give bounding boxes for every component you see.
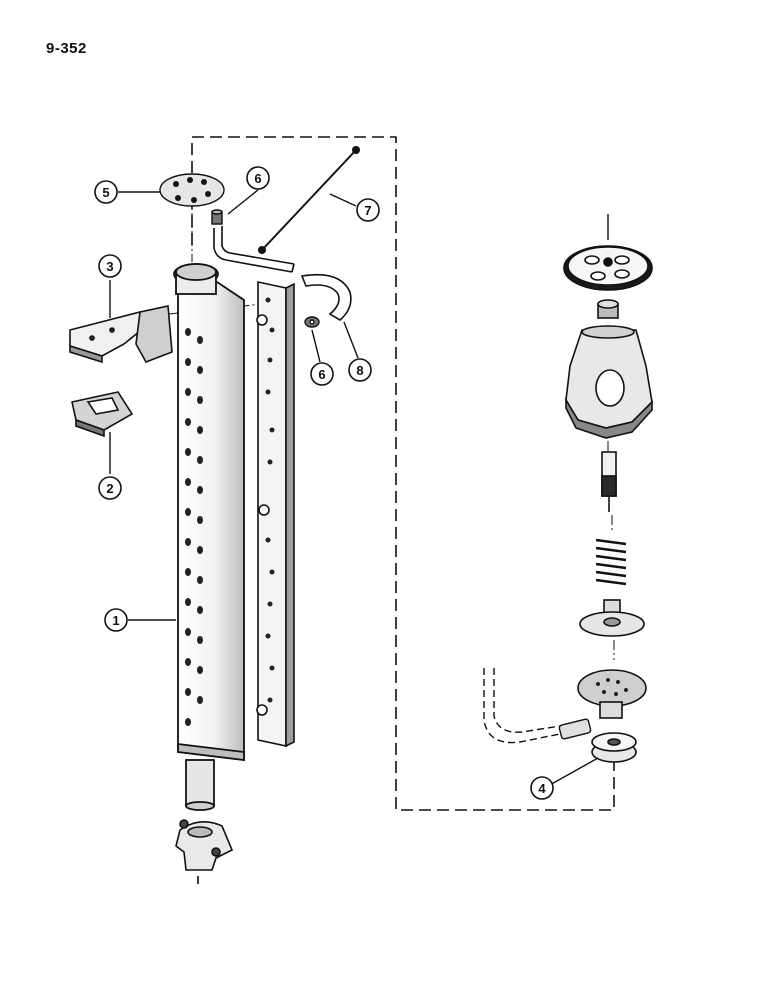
svg-text:6: 6: [318, 367, 325, 382]
callout-leaders: [109, 189, 599, 787]
part-2-screen: [71, 391, 134, 438]
callout-7: 7: [356, 198, 380, 222]
strainer-dashed-hose: [483, 668, 561, 744]
callout-5: 5: [94, 180, 118, 204]
part-3-bracket: [69, 305, 173, 364]
pump-strainer: [577, 669, 647, 719]
svg-text:6: 6: [254, 171, 261, 186]
small-nipple: [558, 718, 592, 740]
pump-valve-disc: [579, 599, 645, 637]
pump-nut: [597, 299, 619, 319]
bottom-fitting: [175, 819, 234, 884]
callout-1: 1: [104, 608, 128, 632]
assembly-dashed-outline: [191, 136, 615, 811]
pump-drive-gear: [563, 245, 653, 291]
callout-2: 2: [98, 476, 122, 500]
perforated-rail: [256, 281, 295, 748]
svg-text:8: 8: [356, 363, 363, 378]
svg-text:2: 2: [106, 481, 113, 496]
part-6-fitting-lower: [304, 316, 320, 328]
part-8-hose: [300, 273, 352, 321]
callout-3: 3: [98, 254, 122, 278]
callout-8: 8: [348, 358, 372, 382]
rail-holes: [265, 297, 275, 703]
page-number: 9-352: [46, 40, 87, 57]
callout-6-lower: 6: [310, 362, 334, 386]
part-6-fitting-upper: [211, 209, 223, 225]
part-4-base: [591, 732, 637, 763]
callout-4: 4: [530, 776, 554, 800]
svg-text:3: 3: [106, 259, 113, 274]
part-1-pickup-tube: [173, 263, 245, 811]
pump-spring: [595, 538, 627, 586]
callout-6-upper: 6: [246, 166, 270, 190]
pump-housing: [565, 325, 653, 439]
svg-text:4: 4: [538, 781, 546, 796]
tube-holes: [185, 328, 203, 726]
part-7-rod: [258, 146, 360, 254]
oil-line: [213, 226, 295, 273]
svg-text:7: 7: [364, 203, 371, 218]
svg-text:5: 5: [102, 185, 109, 200]
part-5-gear-plate: [159, 173, 225, 207]
pump-plunger: [601, 451, 617, 512]
svg-text:1: 1: [112, 613, 119, 628]
